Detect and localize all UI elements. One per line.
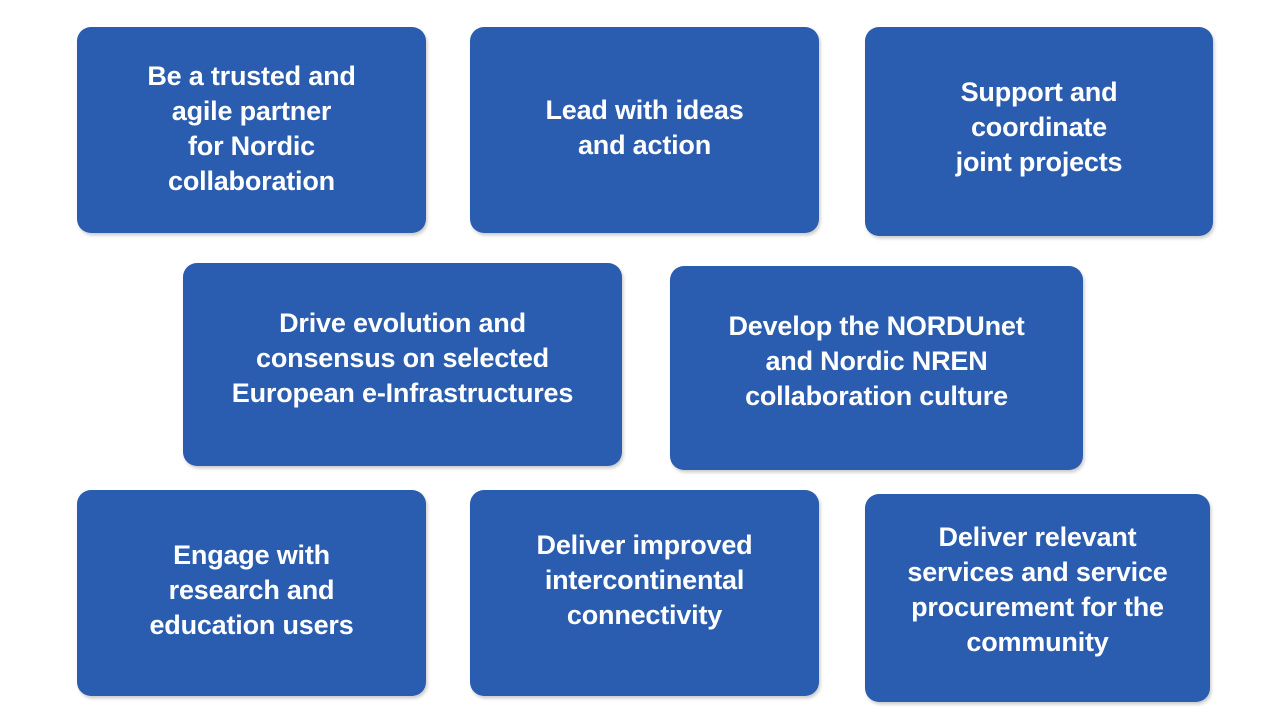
strategy-card-develop-collaboration-culture[interactable]: Develop the NORDUnet and Nordic NREN col… (670, 266, 1083, 470)
strategy-card-support-coordinate-projects[interactable]: Support and coordinate joint projects (865, 27, 1213, 236)
strategy-card-drive-evolution-consensus[interactable]: Drive evolution and consensus on selecte… (183, 263, 622, 466)
strategy-card-label: Engage with research and education users (149, 540, 354, 640)
strategy-card-label: Deliver relevant services and service pr… (907, 522, 1168, 657)
strategy-card-trusted-agile-partner[interactable]: Be a trusted and agile partner for Nordi… (77, 27, 426, 233)
strategy-card-label: Develop the NORDUnet and Nordic NREN col… (728, 311, 1025, 411)
strategy-card-lead-with-ideas[interactable]: Lead with ideas and action (470, 27, 819, 233)
strategy-card-label: Lead with ideas and action (545, 95, 744, 160)
strategy-card-engage-research-education[interactable]: Engage with research and education users (77, 490, 426, 696)
strategy-card-label: Be a trusted and agile partner for Nordi… (147, 61, 356, 196)
strategy-card-deliver-intercontinental[interactable]: Deliver improved intercontinental connec… (470, 490, 819, 696)
strategy-card-label: Deliver improved intercontinental connec… (536, 530, 753, 630)
strategy-card-deliver-services-procurement[interactable]: Deliver relevant services and service pr… (865, 494, 1210, 702)
strategy-card-label: Support and coordinate joint projects (955, 77, 1123, 177)
strategy-card-label: Drive evolution and consensus on selecte… (231, 308, 574, 408)
